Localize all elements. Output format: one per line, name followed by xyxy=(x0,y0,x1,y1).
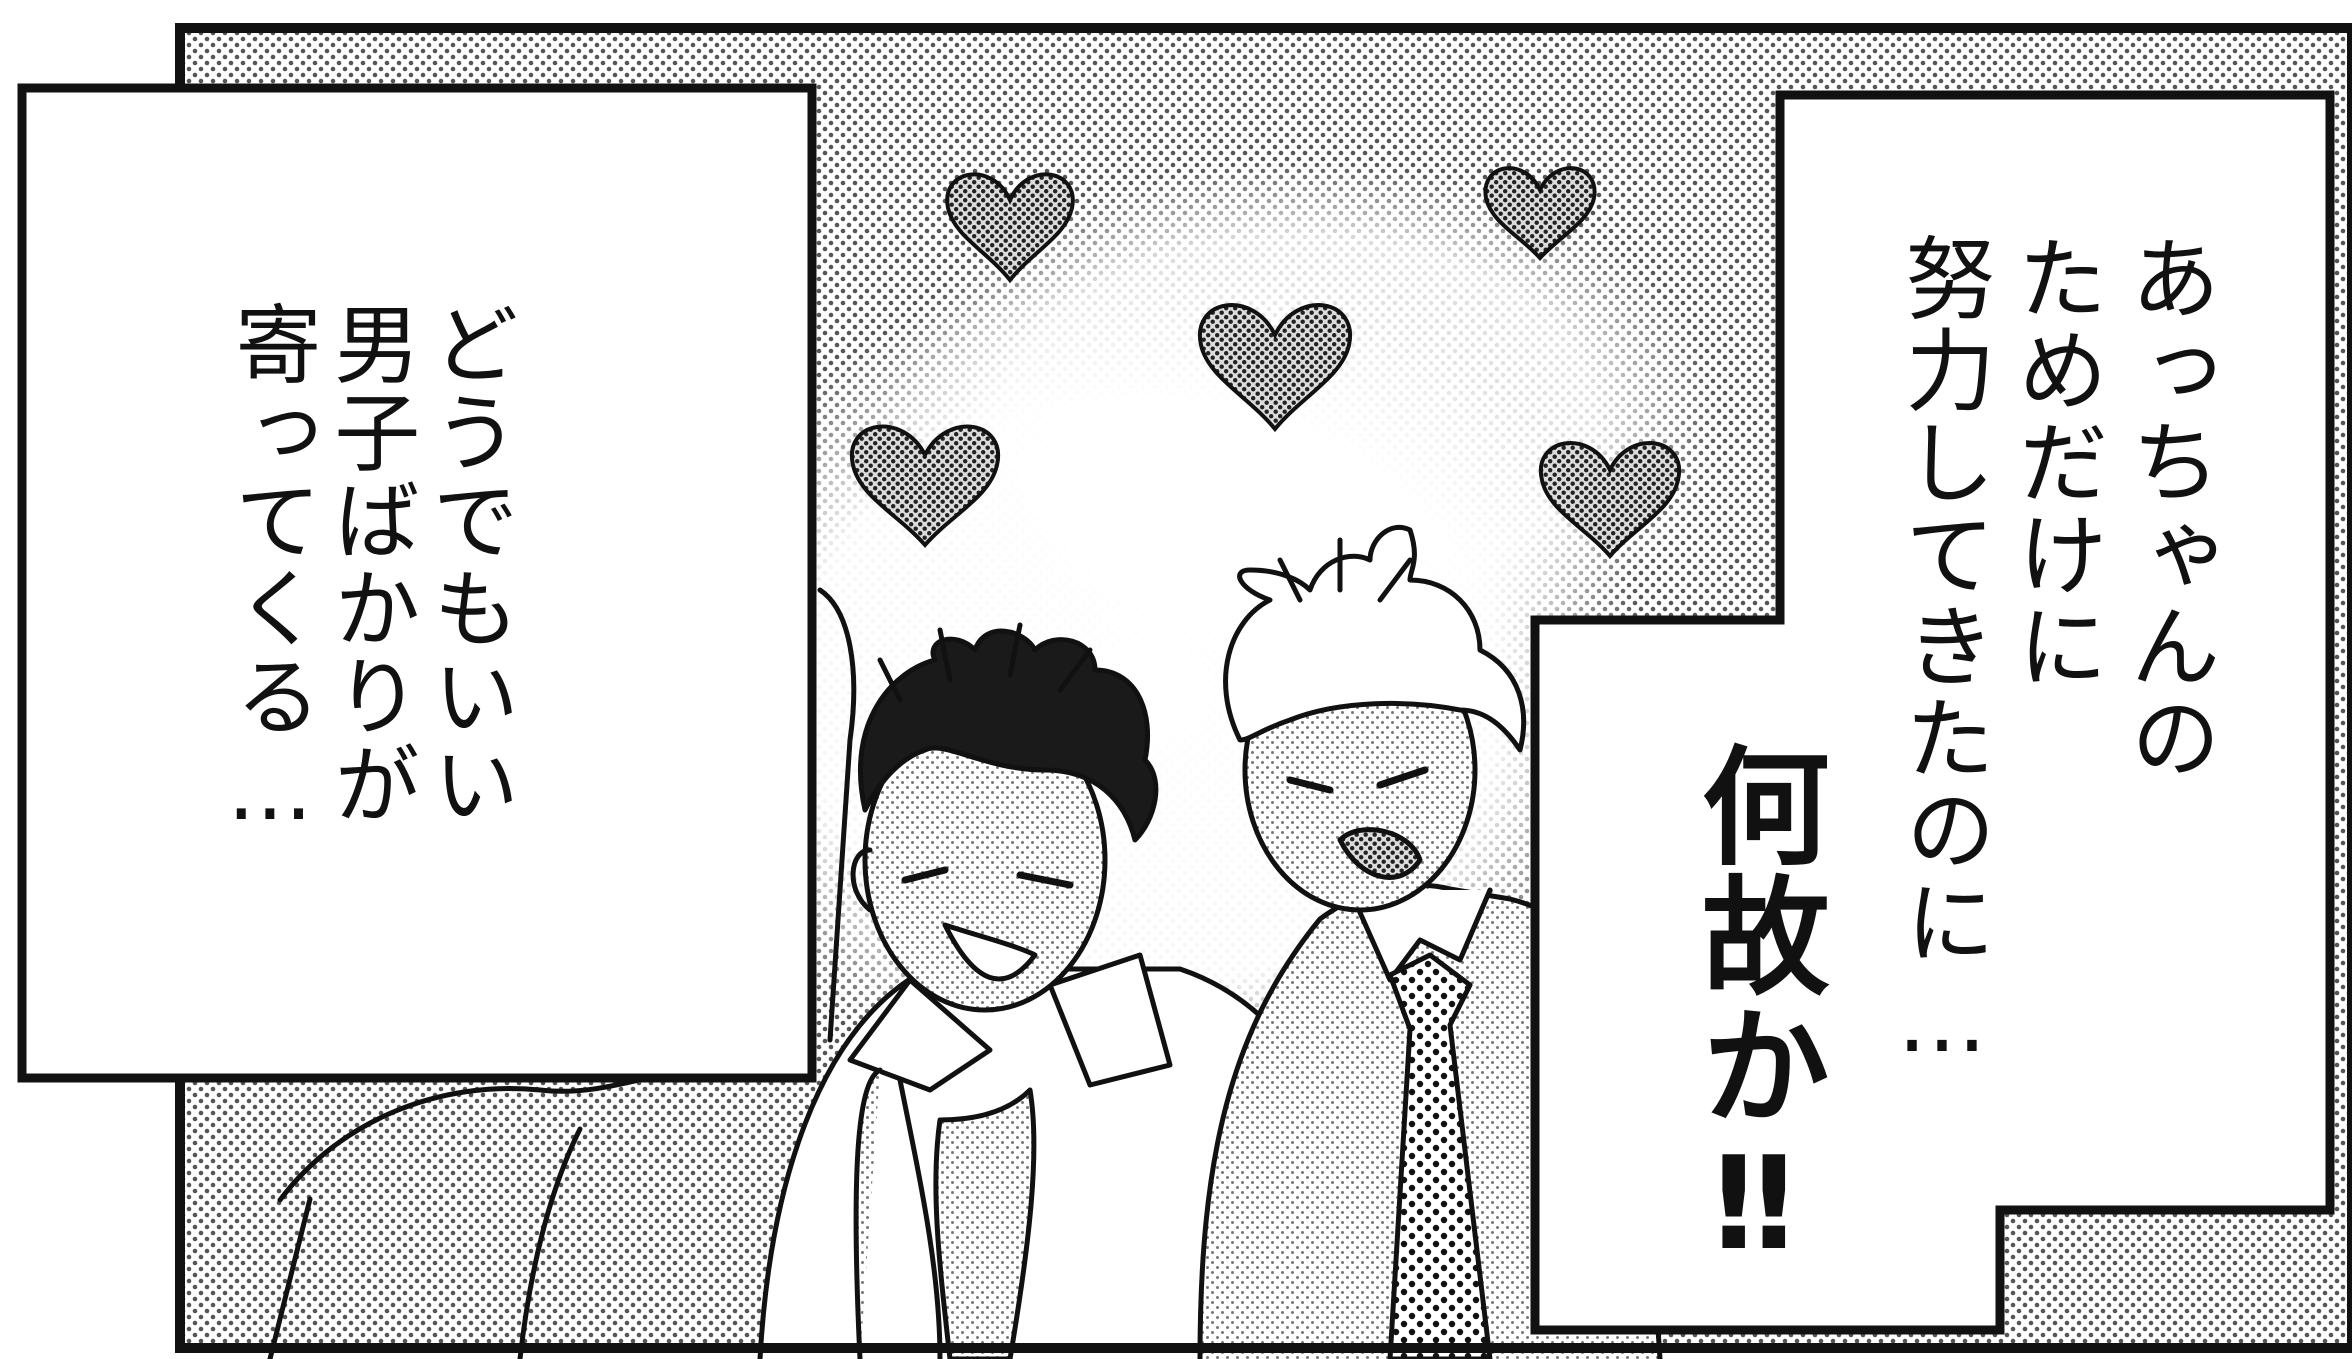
heart-icon xyxy=(1197,303,1353,433)
right-caption-exclaim: 何故か‼ xyxy=(1679,740,1829,1281)
right-caption-line-3: 努力してきたのに… xyxy=(1889,232,1995,1075)
heart-icon xyxy=(1538,441,1682,560)
right-caption-line-2: ためだけに xyxy=(2002,232,2107,692)
right-caption-text: あっちゃんの ためだけに 努力してきたのに… xyxy=(1885,232,2223,1075)
right-caption-line-1: あっちゃんの xyxy=(2114,232,2220,784)
left-caption-text: どうでもいい 男子ばかりが 寄ってくる… xyxy=(219,300,518,842)
heart-icon xyxy=(849,424,1001,549)
heart-icons xyxy=(849,166,1682,560)
left-caption-line-2: 男子ばかりが xyxy=(318,300,419,828)
left-caption-line-1: どうでもいい xyxy=(417,300,518,828)
left-caption-line-3: 寄ってくる… xyxy=(219,300,320,842)
heart-icon xyxy=(945,172,1075,284)
right-caption-box xyxy=(1530,90,2335,1335)
left-caption-box xyxy=(17,83,817,1083)
heart-icon xyxy=(1483,166,1597,261)
